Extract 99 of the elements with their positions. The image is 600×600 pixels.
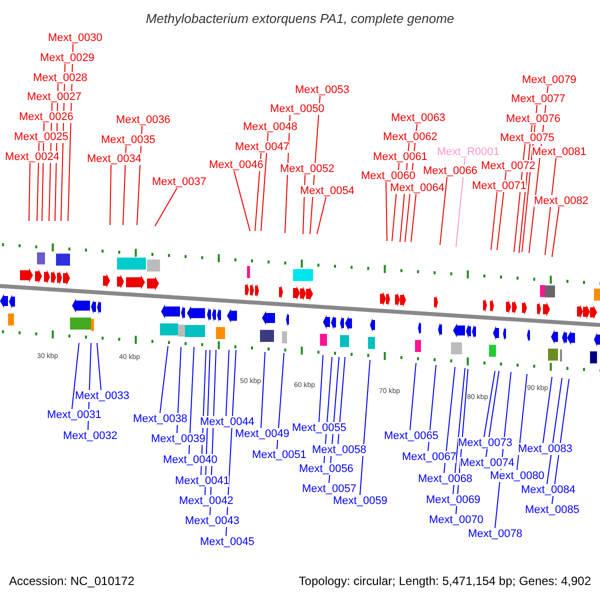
gene-label: Mext_0036 <box>116 114 170 126</box>
leader-line <box>386 182 388 242</box>
leader-line <box>452 368 466 494</box>
gene-label: Mext_0081 <box>532 146 586 158</box>
gene-label: Mext_0032 <box>63 430 118 442</box>
gene-label: Mext_0054 <box>300 185 354 197</box>
leader-line <box>444 366 456 474</box>
gene-label: Mext_0063 <box>391 112 446 124</box>
leader-line <box>260 352 266 428</box>
gene-label: Mext_0072 <box>481 160 536 172</box>
gene-label: Mext_0077 <box>511 93 566 105</box>
leader-line <box>546 378 562 484</box>
gene-label: Mext_0058 <box>312 444 366 456</box>
title: Methylobacterium extorquens PA1, complete genome <box>144 10 456 28</box>
leader-line <box>486 370 500 458</box>
leader-line <box>456 158 466 248</box>
leader-line <box>28 162 30 222</box>
leader-line <box>276 352 284 450</box>
gene-label: Mext_0065 <box>384 430 438 442</box>
gene-label: Mext_0071 <box>472 180 526 192</box>
leader-line <box>72 342 80 410</box>
gene-label: Mext_0059 <box>333 495 388 507</box>
gene-label: Mext_0076 <box>506 113 560 125</box>
gene-label: Mext_0038 <box>133 413 188 425</box>
gene-label: Mext_0069 <box>426 494 480 506</box>
gene-label: Mext_0082 <box>534 195 588 207</box>
gene-label: Mext_0080 <box>490 470 544 482</box>
gene-label: Mext_0030 <box>48 32 102 44</box>
genome-info: Topology: circular; Length: 5,471,154 bp; Genes: 4,902 <box>298 574 591 588</box>
gene-label: Mext_0024 <box>5 151 60 163</box>
leader-line <box>96 342 102 390</box>
gene-label: Mext_0050 <box>270 103 324 115</box>
gene-label: Mext_0033 <box>75 390 130 402</box>
leader-line <box>234 170 250 232</box>
gene-label: Mext_0061 <box>373 151 428 163</box>
gene-label: Mext_0051 <box>252 449 306 461</box>
leader-line <box>484 370 496 438</box>
gene-label: Mext_R0001 <box>437 146 500 158</box>
gene-label: Mext_0066 <box>423 165 478 177</box>
gene-label: Mext_0084 <box>521 484 576 496</box>
gene-label: Mext_0074 <box>460 457 514 469</box>
gene-label: Mext_0073 <box>458 437 512 449</box>
gene-label: Mext_0029 <box>40 52 94 64</box>
leader-line <box>176 346 182 434</box>
gene-label: Mext_0042 <box>179 495 234 507</box>
gene-label: Mext_0046 <box>209 159 264 171</box>
gene-label: Mext_0035 <box>101 134 156 146</box>
gene-label: Mext_0060 <box>361 170 416 182</box>
leader-line <box>154 188 178 226</box>
gene-label: Mext_0031 <box>47 409 102 421</box>
gene-label: Mext_0040 <box>163 454 218 466</box>
leader-line <box>160 346 168 414</box>
gene-label: Mext_0044 <box>200 416 254 428</box>
gene-label: Mext_0070 <box>429 514 484 526</box>
gene-label: Mext_0085 <box>525 504 580 516</box>
leader-line <box>428 364 436 452</box>
gene-label: Mext_0078 <box>468 528 522 540</box>
leader-line <box>188 346 194 454</box>
gene-label: Mext_0083 <box>518 443 572 455</box>
leader-line <box>110 164 112 226</box>
leader-line <box>410 362 416 430</box>
gene-label: Mext_0067 <box>402 451 456 463</box>
gene-label: Mext_0028 <box>33 72 88 84</box>
gene-label: Mext_0062 <box>383 131 438 143</box>
gene-label: Mext_0068 <box>418 473 472 485</box>
leader-line <box>338 356 346 444</box>
gene-label: Mext_0025 <box>14 131 68 143</box>
leader-line <box>410 194 416 242</box>
leader-line <box>316 196 326 234</box>
leader-line <box>260 132 268 232</box>
gene-label: Mext_0045 <box>200 536 254 548</box>
gene-label: Mext_0053 <box>295 84 350 96</box>
gene-label: Mext_0079 <box>522 74 576 86</box>
gene-label: Mext_0026 <box>19 111 74 123</box>
leader-line <box>516 374 528 470</box>
gene-label: Mext_0055 <box>292 422 346 434</box>
gene-label: Mext_0056 <box>299 463 354 475</box>
leader-line <box>542 376 552 444</box>
gene-label: Mext_0052 <box>280 163 334 175</box>
leader-line <box>226 350 230 416</box>
gene-label: Mext_0064 <box>390 182 444 194</box>
gene-label: Mext_0057 <box>302 483 356 495</box>
gene-label: Mext_0043 <box>185 515 240 527</box>
leader-line <box>318 354 324 422</box>
accession-text: Accession: NC_010172 <box>9 574 134 588</box>
leader-line <box>544 158 556 256</box>
gene-label: Mext_0041 <box>175 475 230 487</box>
gene-label: Mext_0048 <box>243 121 298 133</box>
gene-label: Mext_0037 <box>152 176 206 188</box>
leader-line <box>360 360 370 496</box>
leader-line <box>552 206 560 258</box>
gene-label: Mext_0047 <box>235 141 290 153</box>
gene-label: Mext_0039 <box>151 433 206 445</box>
leader-line <box>490 192 498 250</box>
gene-label: Mext_0049 <box>235 428 290 440</box>
leader-line <box>440 176 448 246</box>
gene-label: Mext_0027 <box>27 91 82 103</box>
gene-label: Mext_0075 <box>500 132 554 144</box>
gene-label: Mext_0034 <box>87 153 142 165</box>
